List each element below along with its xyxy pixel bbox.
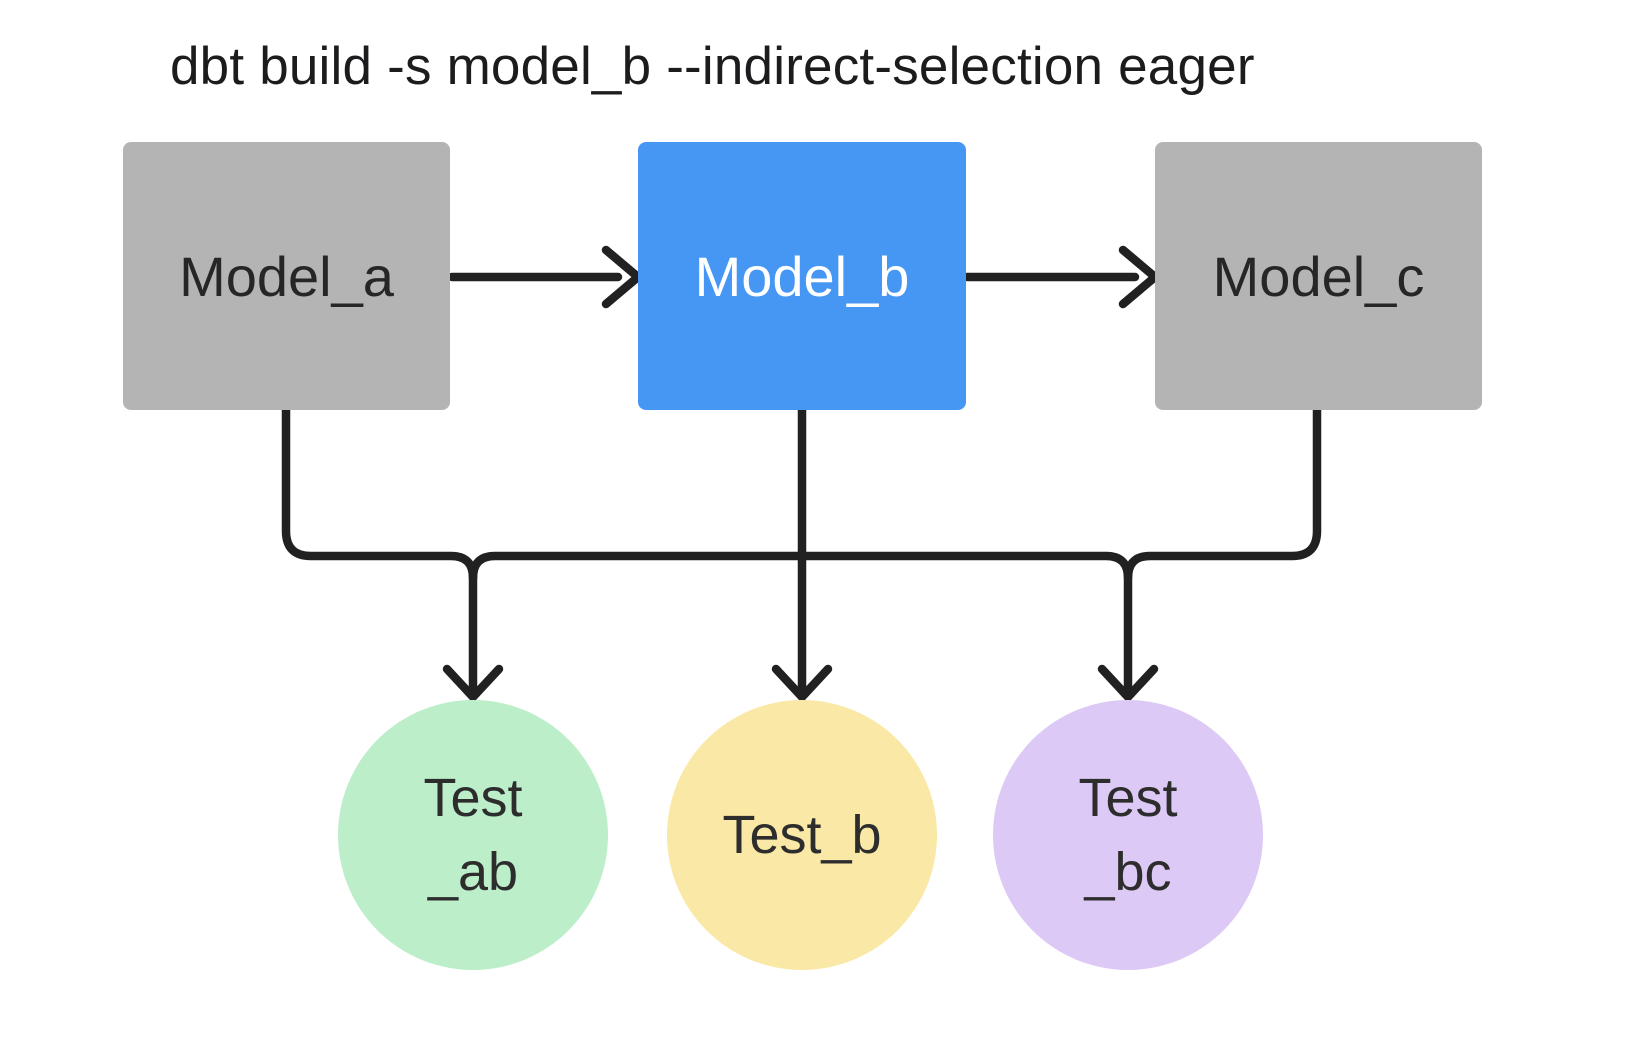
node-test-b-label: Test_b	[722, 805, 882, 865]
node-test-bc: Test _bc	[993, 700, 1263, 970]
arrowhead-down-test-bc-icon	[1097, 664, 1159, 702]
node-model-a: Model_a	[123, 142, 450, 410]
node-model-b-label: Model_b	[694, 244, 910, 308]
edge-model-a-to-test-ab	[281, 403, 478, 693]
node-test-b: Test_b	[667, 700, 937, 970]
arrowhead-down-test-ab-icon	[442, 664, 504, 702]
arrowhead-down-test-b-icon	[771, 664, 833, 702]
node-test-ab-label: Test _ab	[423, 761, 522, 909]
node-test-ab: Test _ab	[338, 700, 608, 970]
node-test-ab-line2: _ab	[427, 842, 519, 902]
node-test-bc-line1: Test	[1078, 768, 1178, 828]
node-model-a-label: Model_a	[179, 244, 394, 308]
node-model-c: Model_c	[1155, 142, 1482, 410]
command-title: dbt build -s model_b --indirect-selectio…	[170, 37, 1255, 96]
node-test-bc-line2: _bc	[1084, 842, 1172, 902]
node-model-c-label: Model_c	[1212, 244, 1425, 308]
node-test-bc-label: Test _bc	[1078, 761, 1177, 909]
node-test-ab-line1: Test	[423, 768, 523, 828]
node-model-b: Model_b	[638, 142, 966, 410]
edge-model-c-to-test-bc	[1123, 403, 1322, 693]
